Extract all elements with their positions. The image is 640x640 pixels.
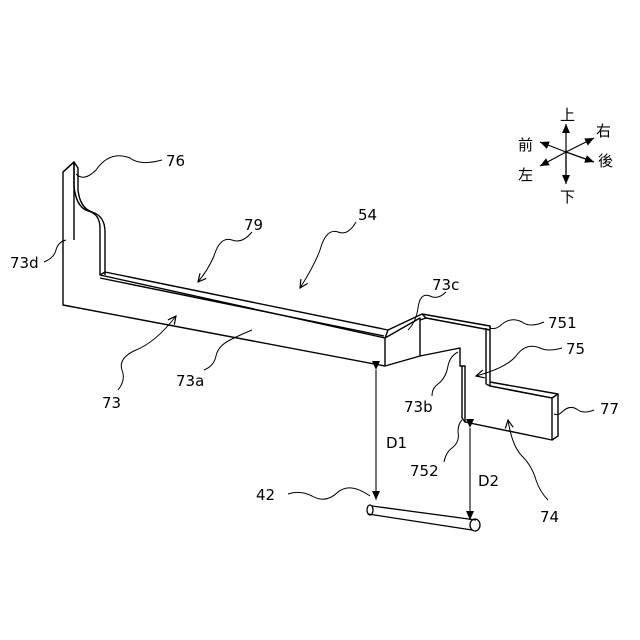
- ref-42: 42: [256, 486, 275, 504]
- ref-77: 77: [600, 400, 619, 418]
- leader-79: [198, 232, 252, 282]
- ref-79: 79: [244, 216, 263, 234]
- rail-79-inner: [100, 278, 384, 336]
- leader-752: [444, 420, 462, 462]
- dir-right-label: 右: [596, 122, 611, 140]
- ref-73b: 73b: [404, 398, 433, 416]
- plate-751: [422, 314, 490, 330]
- ref-74: 74: [540, 508, 559, 526]
- leader-42: [288, 488, 370, 499]
- upright-73d: [63, 162, 385, 366]
- leader-77: [554, 407, 594, 414]
- ref-75: 75: [566, 340, 585, 358]
- leader-73c: [408, 292, 446, 330]
- dir-back-label: 後: [598, 152, 613, 170]
- step-73c: [385, 318, 420, 366]
- leader-54: [300, 222, 356, 288]
- bracket-73: [63, 162, 558, 440]
- ref-751: 751: [548, 314, 577, 332]
- leader-73b: [432, 352, 458, 396]
- ref-752: 752: [410, 462, 439, 480]
- ref-73d: 73d: [10, 254, 39, 272]
- dir-front-label: 前: [518, 136, 533, 154]
- ref-D2: D2: [478, 472, 499, 490]
- leader-751: [490, 320, 544, 329]
- rod-42: [367, 505, 480, 531]
- leader-75: [476, 346, 562, 376]
- leader-76: [76, 156, 162, 177]
- dir-down-label: 下: [560, 188, 575, 206]
- direction-indicator: [540, 124, 594, 184]
- ref-73a: 73a: [176, 372, 204, 390]
- leader-lines: [44, 156, 594, 500]
- ref-D1: D1: [386, 434, 407, 452]
- ref-73: 73: [102, 394, 121, 412]
- ref-76: 76: [166, 152, 185, 170]
- dir-left-label: 左: [518, 166, 533, 184]
- ref-54: 54: [358, 206, 377, 224]
- dir-up-label: 上: [560, 106, 575, 124]
- arm-77: [490, 386, 558, 440]
- ref-73c: 73c: [432, 276, 459, 294]
- leader-73: [118, 316, 176, 390]
